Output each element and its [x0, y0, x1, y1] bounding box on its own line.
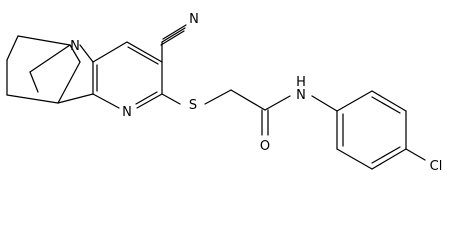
bond: [127, 46, 159, 65]
bond: [69, 44, 81, 63]
bond: [160, 30, 185, 46]
atom-labels: N N N S O N H Cl: [70, 12, 442, 174]
bond: [311, 95, 338, 112]
atom-label-amide-n: N: [296, 88, 306, 103]
bond: [371, 148, 407, 170]
atom-label-bridge-n: N: [70, 39, 80, 54]
bond: [92, 41, 128, 63]
atom-label-amide-h: H: [296, 75, 306, 90]
bond: [92, 93, 120, 109]
bond: [29, 44, 71, 73]
bond: [136, 93, 163, 109]
atom-label-carbonyl-o: O: [260, 139, 270, 154]
bonds: [6, 24, 426, 170]
bond: [17, 35, 71, 46]
bond: [336, 148, 373, 170]
molecule-structure: N N N S O N H Cl: [6, 12, 442, 174]
bond: [135, 91, 158, 105]
bond: [161, 27, 186, 43]
bond: [29, 71, 39, 93]
bond: [57, 61, 81, 104]
bond: [161, 93, 181, 105]
atom-label-nitrile-n: N: [189, 12, 199, 27]
bond: [371, 146, 401, 164]
bond: [204, 89, 232, 105]
bond: [264, 95, 291, 111]
bond: [79, 44, 94, 63]
bond: [126, 41, 163, 63]
bond: [371, 96, 401, 114]
atom-label-pyridine-n: N: [122, 105, 132, 120]
bond: [405, 148, 426, 161]
bond: [371, 90, 407, 112]
bond: [6, 94, 59, 104]
bond: [6, 35, 19, 61]
bond: [230, 89, 266, 111]
atom-label-sulfur: S: [189, 98, 197, 113]
atom-label-chlorine: Cl: [430, 159, 443, 174]
bond: [57, 93, 94, 104]
bond: [336, 90, 373, 112]
bond: [162, 24, 187, 40]
